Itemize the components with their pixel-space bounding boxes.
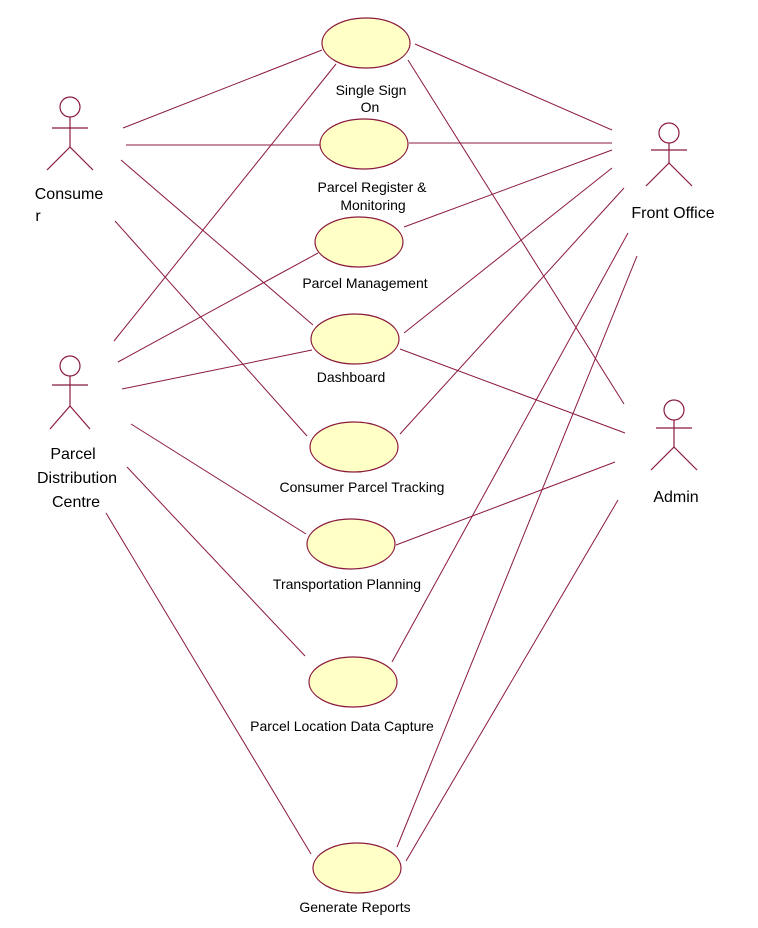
use-case-parcel-management[interactable] xyxy=(314,216,404,268)
assoc-front-office-consumer-parcel-tracking xyxy=(399,187,625,435)
assoc-pdc-dashboard xyxy=(121,349,313,390)
assoc-pdc-transportation-planning xyxy=(130,423,307,535)
actor-parcel-distribution-centre[interactable] xyxy=(49,355,91,430)
actor-front-office[interactable] xyxy=(645,122,693,187)
actor-label-pdc-2: Distribution xyxy=(37,470,117,487)
use-case-label-generate-reports: Generate Reports xyxy=(299,899,410,915)
use-case-label-parcel-register-2: Monitoring xyxy=(340,197,405,213)
assoc-front-office-parcel-location-data-capture xyxy=(391,232,629,663)
use-case-single-sign-on[interactable] xyxy=(321,17,411,69)
actor-label-pdc-3: Centre xyxy=(52,494,100,511)
use-case-transportation-planning[interactable] xyxy=(306,518,396,570)
assoc-pdc-single-sign-on xyxy=(113,63,337,342)
assoc-consumer-dashboard xyxy=(120,159,314,326)
assoc-admin-transportation-planning xyxy=(395,461,616,546)
use-case-label-dashboard: Dashboard xyxy=(317,369,386,385)
actor-label-front-office: Front Office xyxy=(631,205,714,222)
assoc-pdc-parcel-location-data-capture xyxy=(126,466,306,657)
actor-label-consumer-2: r xyxy=(35,208,41,225)
use-case-label-single-sign-on-2: On xyxy=(361,99,380,115)
assoc-front-office-dashboard xyxy=(403,167,613,334)
use-case-label-single-sign-on-1: Single Sign xyxy=(336,82,407,98)
assoc-admin-single-sign-on xyxy=(407,59,625,405)
use-case-generate-reports[interactable] xyxy=(312,842,402,894)
assoc-front-office-generate-reports xyxy=(396,255,638,848)
assoc-admin-dashboard xyxy=(399,348,626,434)
actor-label-admin: Admin xyxy=(653,489,698,506)
assoc-pdc-generate-reports xyxy=(105,512,312,855)
use-case-dashboard[interactable] xyxy=(310,313,400,365)
use-case-parcel-location-data-capture[interactable] xyxy=(308,656,398,708)
actor-label-pdc-1: Parcel xyxy=(50,446,95,463)
use-case-label-transportation-planning: Transportation Planning xyxy=(273,576,421,592)
use-case-consumer-parcel-tracking[interactable] xyxy=(309,421,399,473)
assoc-admin-generate-reports xyxy=(405,499,619,862)
assoc-consumer-single-sign-on xyxy=(122,49,323,129)
use-case-label-consumer-parcel-tracking: Consumer Parcel Tracking xyxy=(280,479,445,495)
assoc-front-office-single-sign-on xyxy=(414,43,613,131)
use-cases xyxy=(306,17,411,894)
use-case-label-parcel-management: Parcel Management xyxy=(302,275,427,291)
use-case-label-parcel-register-1: Parcel Register & xyxy=(318,179,428,195)
actor-admin[interactable] xyxy=(650,399,698,471)
assoc-consumer-consumer-parcel-tracking xyxy=(114,220,308,437)
assoc-front-office-parcel-management xyxy=(403,149,613,228)
use-case-parcel-register-monitoring[interactable] xyxy=(319,118,409,170)
assoc-pdc-parcel-management xyxy=(117,252,319,363)
use-case-label-parcel-location-data-capture: Parcel Location Data Capture xyxy=(250,718,434,734)
actor-label-consumer-1: Consume xyxy=(35,186,104,203)
actor-consumer[interactable] xyxy=(46,96,94,171)
associations xyxy=(105,43,638,862)
